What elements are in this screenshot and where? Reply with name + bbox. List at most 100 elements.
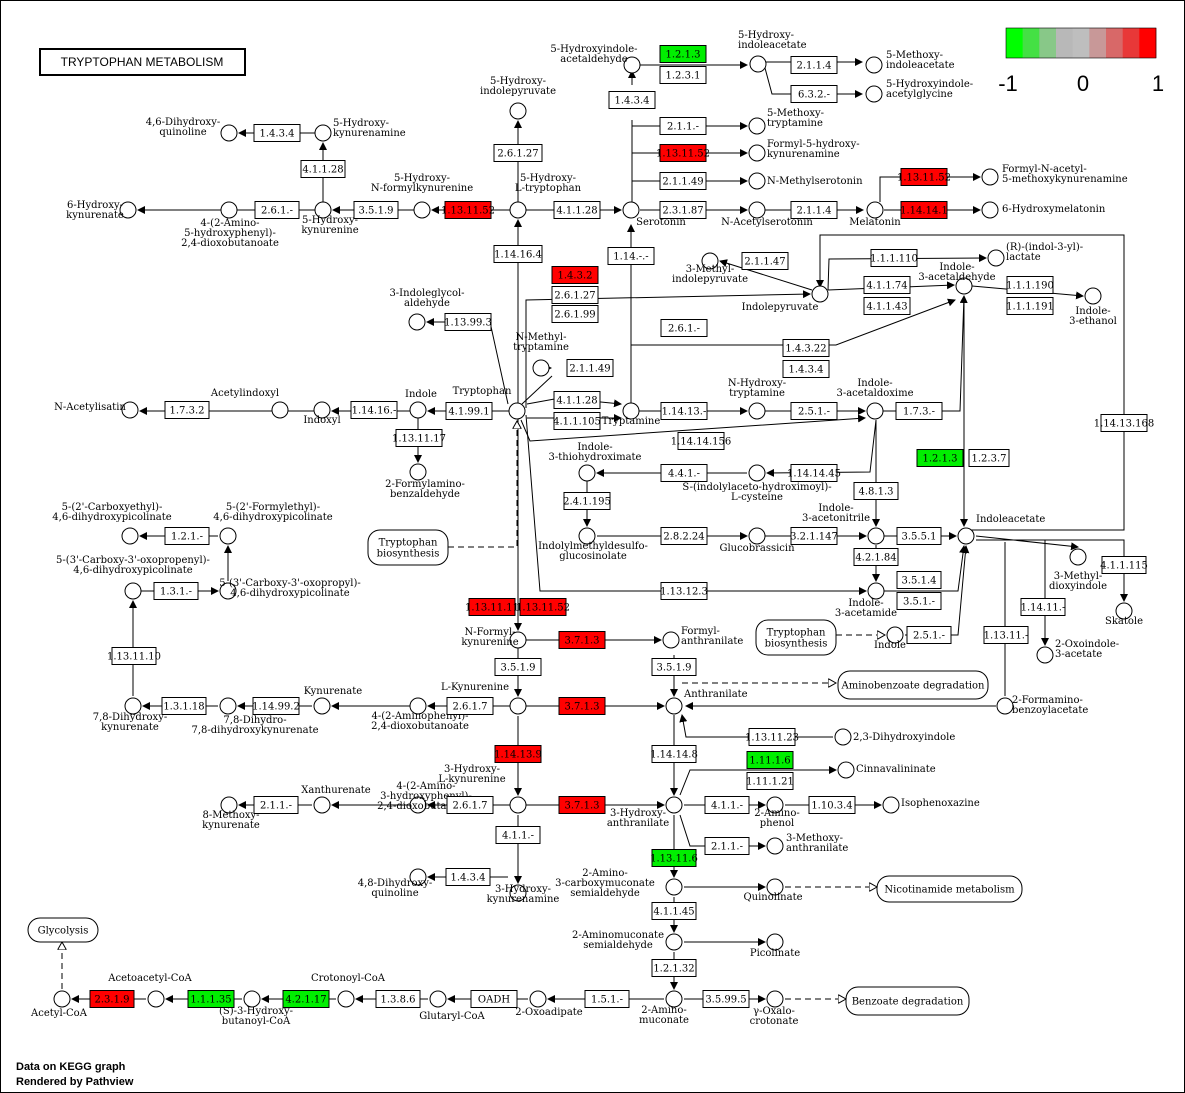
compound-node: Tryptophan	[453, 386, 526, 420]
compound-node: 5-Hydroxy-N-formylkynurenine	[371, 173, 473, 219]
compound-node: 5-(3'-Carboxy-3'-oxopropenyl)-4,6-dihydr…	[56, 555, 210, 600]
enzyme-rect	[782, 339, 830, 357]
compound-circle	[220, 201, 238, 219]
enzyme-label: 2.1.1.4	[797, 206, 832, 217]
enzyme-label: 2.4.1.195	[563, 497, 611, 508]
compound-label: indoleacetate	[886, 60, 955, 71]
enzyme-rect	[164, 401, 210, 419]
enzyme-box: 2.6.1.27	[493, 144, 543, 162]
enzyme-rect	[659, 45, 707, 63]
compound-node: Indolylmethyldesulfo-glucosinolate	[538, 527, 648, 562]
enzyme-label: 1.3.8.6	[381, 995, 416, 1006]
enzyme-box: 1.13.11.6	[650, 849, 698, 867]
compound-label: 5-Methoxy-	[886, 50, 943, 61]
compound-circle	[124, 582, 142, 600]
enzyme-box: 4.1.1.-	[704, 796, 750, 814]
compound-label: 5-Hydroxy-	[738, 30, 794, 41]
compound-label: 3-acetaldehyde	[918, 272, 995, 283]
enzyme-box: 3.5.1.4	[896, 571, 942, 589]
reaction-arrow	[448, 421, 517, 548]
legend-color-bar	[1006, 28, 1157, 58]
map-link-label: biosynthesis	[765, 639, 828, 650]
compound-node: 2-Formylamino-benzaldehyde	[385, 463, 465, 500]
enzyme-label: 2.6.1.99	[554, 310, 595, 321]
reaction-arrow	[525, 290, 811, 408]
compound-label: 8-Methoxy-	[202, 810, 259, 821]
compound-label: 4,6-dihydroxypicolinate	[52, 512, 172, 523]
enzyme-box: 1.13.11.17	[392, 429, 446, 447]
compound-node: (R)-(indol-3-yl)-lactate	[987, 242, 1083, 267]
compound-node: 5-Methoxy-indoleacetate	[865, 50, 955, 74]
legend-swatch	[1039, 28, 1057, 58]
compound-circle	[219, 697, 237, 715]
compound-node: 5-(2'-Carboxyethyl)-4,6-dihydroxypicolin…	[52, 502, 172, 545]
compound-circle	[220, 796, 238, 814]
compound-node: Indole-3-thiohydroximate	[549, 442, 642, 482]
enzyme-rect	[608, 91, 656, 109]
map-link[interactable]: Glycolysis	[27, 917, 99, 943]
compound-circle	[409, 697, 427, 715]
compound-circle	[532, 359, 550, 377]
compound-node: Indole	[874, 626, 906, 651]
compounds: 5-Hydroxyindole-acetaldehyde5-Hydroxy-in…	[30, 30, 1143, 1027]
compound-node: 2-Amino-phenol	[754, 796, 800, 829]
reaction-arrow	[630, 298, 956, 404]
enzyme-box: 4.1.1.74	[863, 276, 911, 294]
enzyme-label: 1.1.1.110	[870, 254, 918, 265]
pathway-title-text: TRYPTOPHAN METABOLISM	[61, 55, 224, 69]
compound-circle	[665, 990, 683, 1008]
enzyme-label: 1.2.1.3	[923, 454, 958, 465]
enzyme-rect	[566, 359, 614, 377]
enzyme-label: 1.13.11.52	[441, 206, 495, 217]
enzyme-box: 1.13.11.10	[107, 647, 161, 665]
enzyme-rect	[968, 449, 1010, 467]
map-link[interactable]: Aminobenzoate degradation	[837, 670, 989, 700]
compound-node: Indoxyl	[303, 401, 341, 426]
compound-circle	[578, 464, 596, 482]
compound-label: quinoline	[371, 888, 418, 899]
compound-label: benzoylacetate	[1012, 705, 1088, 716]
compound-circle	[748, 464, 766, 482]
enzyme-rect	[161, 697, 207, 715]
enzyme-rect	[375, 990, 421, 1008]
enzyme-label: 4.2.1.84	[855, 553, 896, 564]
compound-node: Indole	[405, 389, 437, 419]
enzyme-rect	[790, 201, 838, 219]
compound-node: 7,8-Dihydro-7,8-dihydroxykynurenate	[191, 697, 319, 736]
enzyme-box: 3.5.1.-	[896, 592, 942, 610]
compound-label: Indole-	[857, 378, 892, 389]
enzyme-label: 2.1.1.-	[711, 842, 743, 853]
enzyme-box: 1.14.14.8	[650, 745, 698, 763]
enzyme-box: 1.4.3.2	[551, 266, 599, 284]
enzyme-label: 4.1.1.115	[1100, 561, 1148, 572]
compound-label: Indole-	[1075, 306, 1110, 317]
compound-label: 5-Methoxy-	[767, 108, 824, 119]
enzyme-box: OADH	[470, 990, 518, 1008]
enzyme-label: 4.1.99.1	[448, 407, 489, 418]
compound-label: 2-Amino-	[582, 868, 627, 879]
compound-label: tryptamine	[767, 118, 823, 129]
compound-label: 3-Hydroxy-	[610, 808, 666, 819]
map-links[interactable]: TryptophanbiosynthesisTryptophanbiosynth…	[27, 529, 1023, 1016]
compound-node: Serotonin	[622, 201, 686, 228]
map-link[interactable]: Benzoate degradation	[845, 986, 970, 1016]
enzyme-rect	[863, 297, 911, 315]
map-link[interactable]: Nicotinamide metabolism	[876, 875, 1023, 903]
enzyme-rect	[659, 144, 707, 162]
enzyme-box: 2.1.1.-	[704, 837, 750, 855]
compound-circle	[509, 697, 527, 715]
enzyme-box: 3.5.99.5	[702, 990, 750, 1008]
compound-label: (S)-3-Hydroxy-	[219, 1006, 293, 1017]
compound-node: 2-Amino-muconate	[639, 990, 689, 1026]
compound-label: N-formylkynurenine	[371, 183, 473, 194]
compound-label: Indole-	[818, 503, 853, 514]
compound-label: 3-Methoxy-	[786, 833, 843, 844]
compound-label: 3-ethanol	[1069, 316, 1117, 327]
compound-node: 4-(2-Aminophenyl)-2,4-dioxobutanoate	[371, 697, 469, 732]
enzyme-box: 1.3.1.-	[153, 582, 199, 600]
compound-node: Indole-3-acetaldehyde	[918, 262, 996, 295]
reaction-arrow	[520, 414, 866, 442]
enzyme-label: 1.2.1.3	[666, 50, 701, 61]
